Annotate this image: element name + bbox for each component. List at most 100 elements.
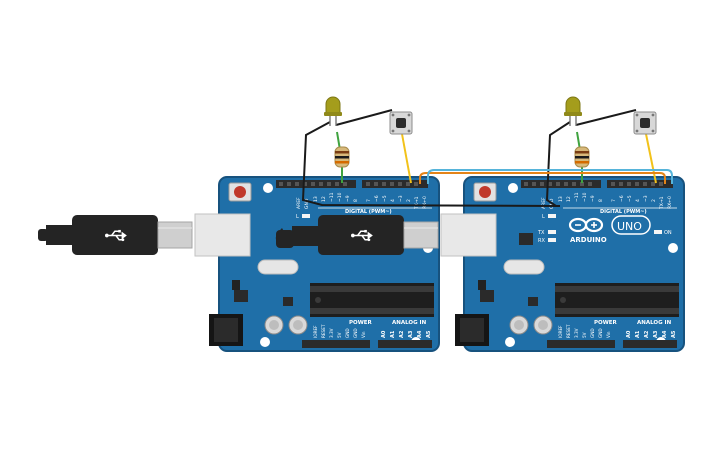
pin-label: GND [353, 328, 358, 338]
pin-label: 7 [611, 199, 617, 202]
brand-logo-text: ARDUINO [570, 236, 607, 244]
wire-orange-serial[interactable] [419, 172, 666, 184]
wire-black-ground[interactable] [301, 121, 561, 207]
pin-label: GND [598, 328, 603, 338]
wire-black-button[interactable] [575, 109, 637, 126]
power-label: POWER [349, 320, 373, 326]
voltage-regulator [234, 290, 248, 302]
voltage-regulator [480, 290, 494, 302]
digital-label: DIGITAL (PWM~) [600, 209, 647, 215]
power-header[interactable] [302, 340, 370, 348]
pin-label: 3.3V [329, 328, 334, 338]
led-label: L [296, 214, 299, 220]
resistor-2[interactable] [574, 146, 590, 168]
mounting-hole [508, 183, 518, 193]
dc-power-jack[interactable] [455, 314, 489, 346]
pin-label: 8 [598, 199, 604, 202]
pin-label: RESET [321, 324, 326, 338]
pushbutton-1[interactable] [389, 111, 413, 135]
pin-label: TX→1 [659, 196, 665, 210]
arduino-board-2[interactable]: AREF GND 13 12 ~11 ~10 ~9 8 7 ~6 ~5 4 ~3… [455, 176, 685, 352]
mounting-hole [263, 183, 273, 193]
wire-yellow[interactable] [401, 133, 412, 184]
pin-label: ~3 [398, 195, 404, 202]
pin-label: GND [345, 328, 350, 338]
pin-label: A2 [644, 330, 650, 338]
smd-component [478, 280, 486, 290]
pin-label: ~11 [574, 192, 580, 202]
wire-yellow[interactable] [645, 133, 657, 184]
wire-blue-serial[interactable] [427, 169, 673, 184]
atmega-chip [555, 283, 679, 317]
analog-label: ANALOG IN [637, 320, 672, 326]
power-led-on [654, 230, 662, 234]
pin-label: ~3 [643, 195, 649, 202]
pin-label: ~6 [374, 195, 380, 202]
analog-header[interactable] [378, 340, 432, 348]
dc-power-jack[interactable] [209, 314, 243, 346]
pin-label: 2 [651, 199, 657, 202]
usb-port [194, 213, 251, 257]
digital-header-right[interactable] [607, 180, 673, 188]
pin-label: 4 [635, 199, 641, 202]
wire-black-ground[interactable] [545, 121, 571, 207]
pin-label: Vin [361, 331, 366, 338]
power-header[interactable] [547, 340, 615, 348]
usb-controller-chip [519, 233, 533, 245]
digital-header-left[interactable] [521, 180, 601, 188]
analog-header[interactable] [623, 340, 677, 348]
led-label: L [542, 214, 545, 220]
pin-label: A4 [417, 330, 423, 338]
pin-label: A5 [671, 330, 677, 338]
pin-label: 8 [353, 199, 359, 202]
pushbutton-2[interactable] [633, 111, 657, 135]
resistor-1[interactable] [334, 146, 350, 168]
pin-label: AREF [541, 197, 547, 209]
led-2[interactable] [564, 96, 582, 126]
pin-label: A1 [635, 330, 641, 338]
smd-component [232, 280, 240, 290]
smd-component [283, 297, 293, 306]
mounting-hole [260, 337, 270, 347]
usb-cable-2[interactable] [275, 213, 497, 257]
pin-label: A2 [399, 330, 405, 338]
pin-label: 5V [337, 332, 342, 338]
led-1[interactable] [324, 96, 342, 126]
pin-label: ~5 [382, 195, 388, 202]
pin-label: 3.3V [574, 328, 579, 338]
usb-port [440, 213, 497, 257]
reset-button[interactable] [473, 182, 497, 202]
mounting-hole [668, 243, 678, 253]
pin-label: 12 [321, 196, 327, 202]
pin-label: A3 [408, 330, 414, 338]
status-led-l [302, 214, 310, 218]
pin-label: ~11 [329, 192, 335, 202]
digital-label: DIGITAL (PWM~) [345, 209, 392, 215]
pin-label: A0 [381, 330, 387, 338]
pin-label: A4 [662, 330, 668, 338]
crystal-oscillator [503, 259, 545, 275]
pin-label: GND [304, 198, 310, 209]
model-badge [611, 215, 651, 235]
pin-label: A1 [390, 330, 396, 338]
arduino-board-1[interactable]: AREF GND 13 12 ~11 ~10 ~9 8 7 ~6 ~5 4 ~3… [209, 176, 440, 352]
reset-button[interactable] [228, 182, 252, 202]
digital-header-left[interactable] [276, 180, 356, 188]
led-label: ON [664, 230, 672, 236]
pin-label: ~10 [337, 192, 343, 202]
pin-label: ~9 [345, 195, 351, 202]
pin-label: 13 [558, 196, 564, 202]
mounting-hole [505, 337, 515, 347]
pin-label: 2 [406, 199, 412, 202]
wire-black-button[interactable] [335, 109, 393, 126]
pin-label: ~5 [627, 195, 633, 202]
atmega-chip [310, 283, 434, 317]
digital-header-right[interactable] [362, 180, 428, 188]
pin-label: 4 [390, 199, 396, 202]
pin-label: AREF [296, 197, 302, 209]
usb-cable-1[interactable] [38, 213, 251, 257]
pin-label: RESET [566, 324, 571, 338]
pin-label: TX→1 [414, 196, 420, 210]
pin-label: ~10 [582, 192, 588, 202]
